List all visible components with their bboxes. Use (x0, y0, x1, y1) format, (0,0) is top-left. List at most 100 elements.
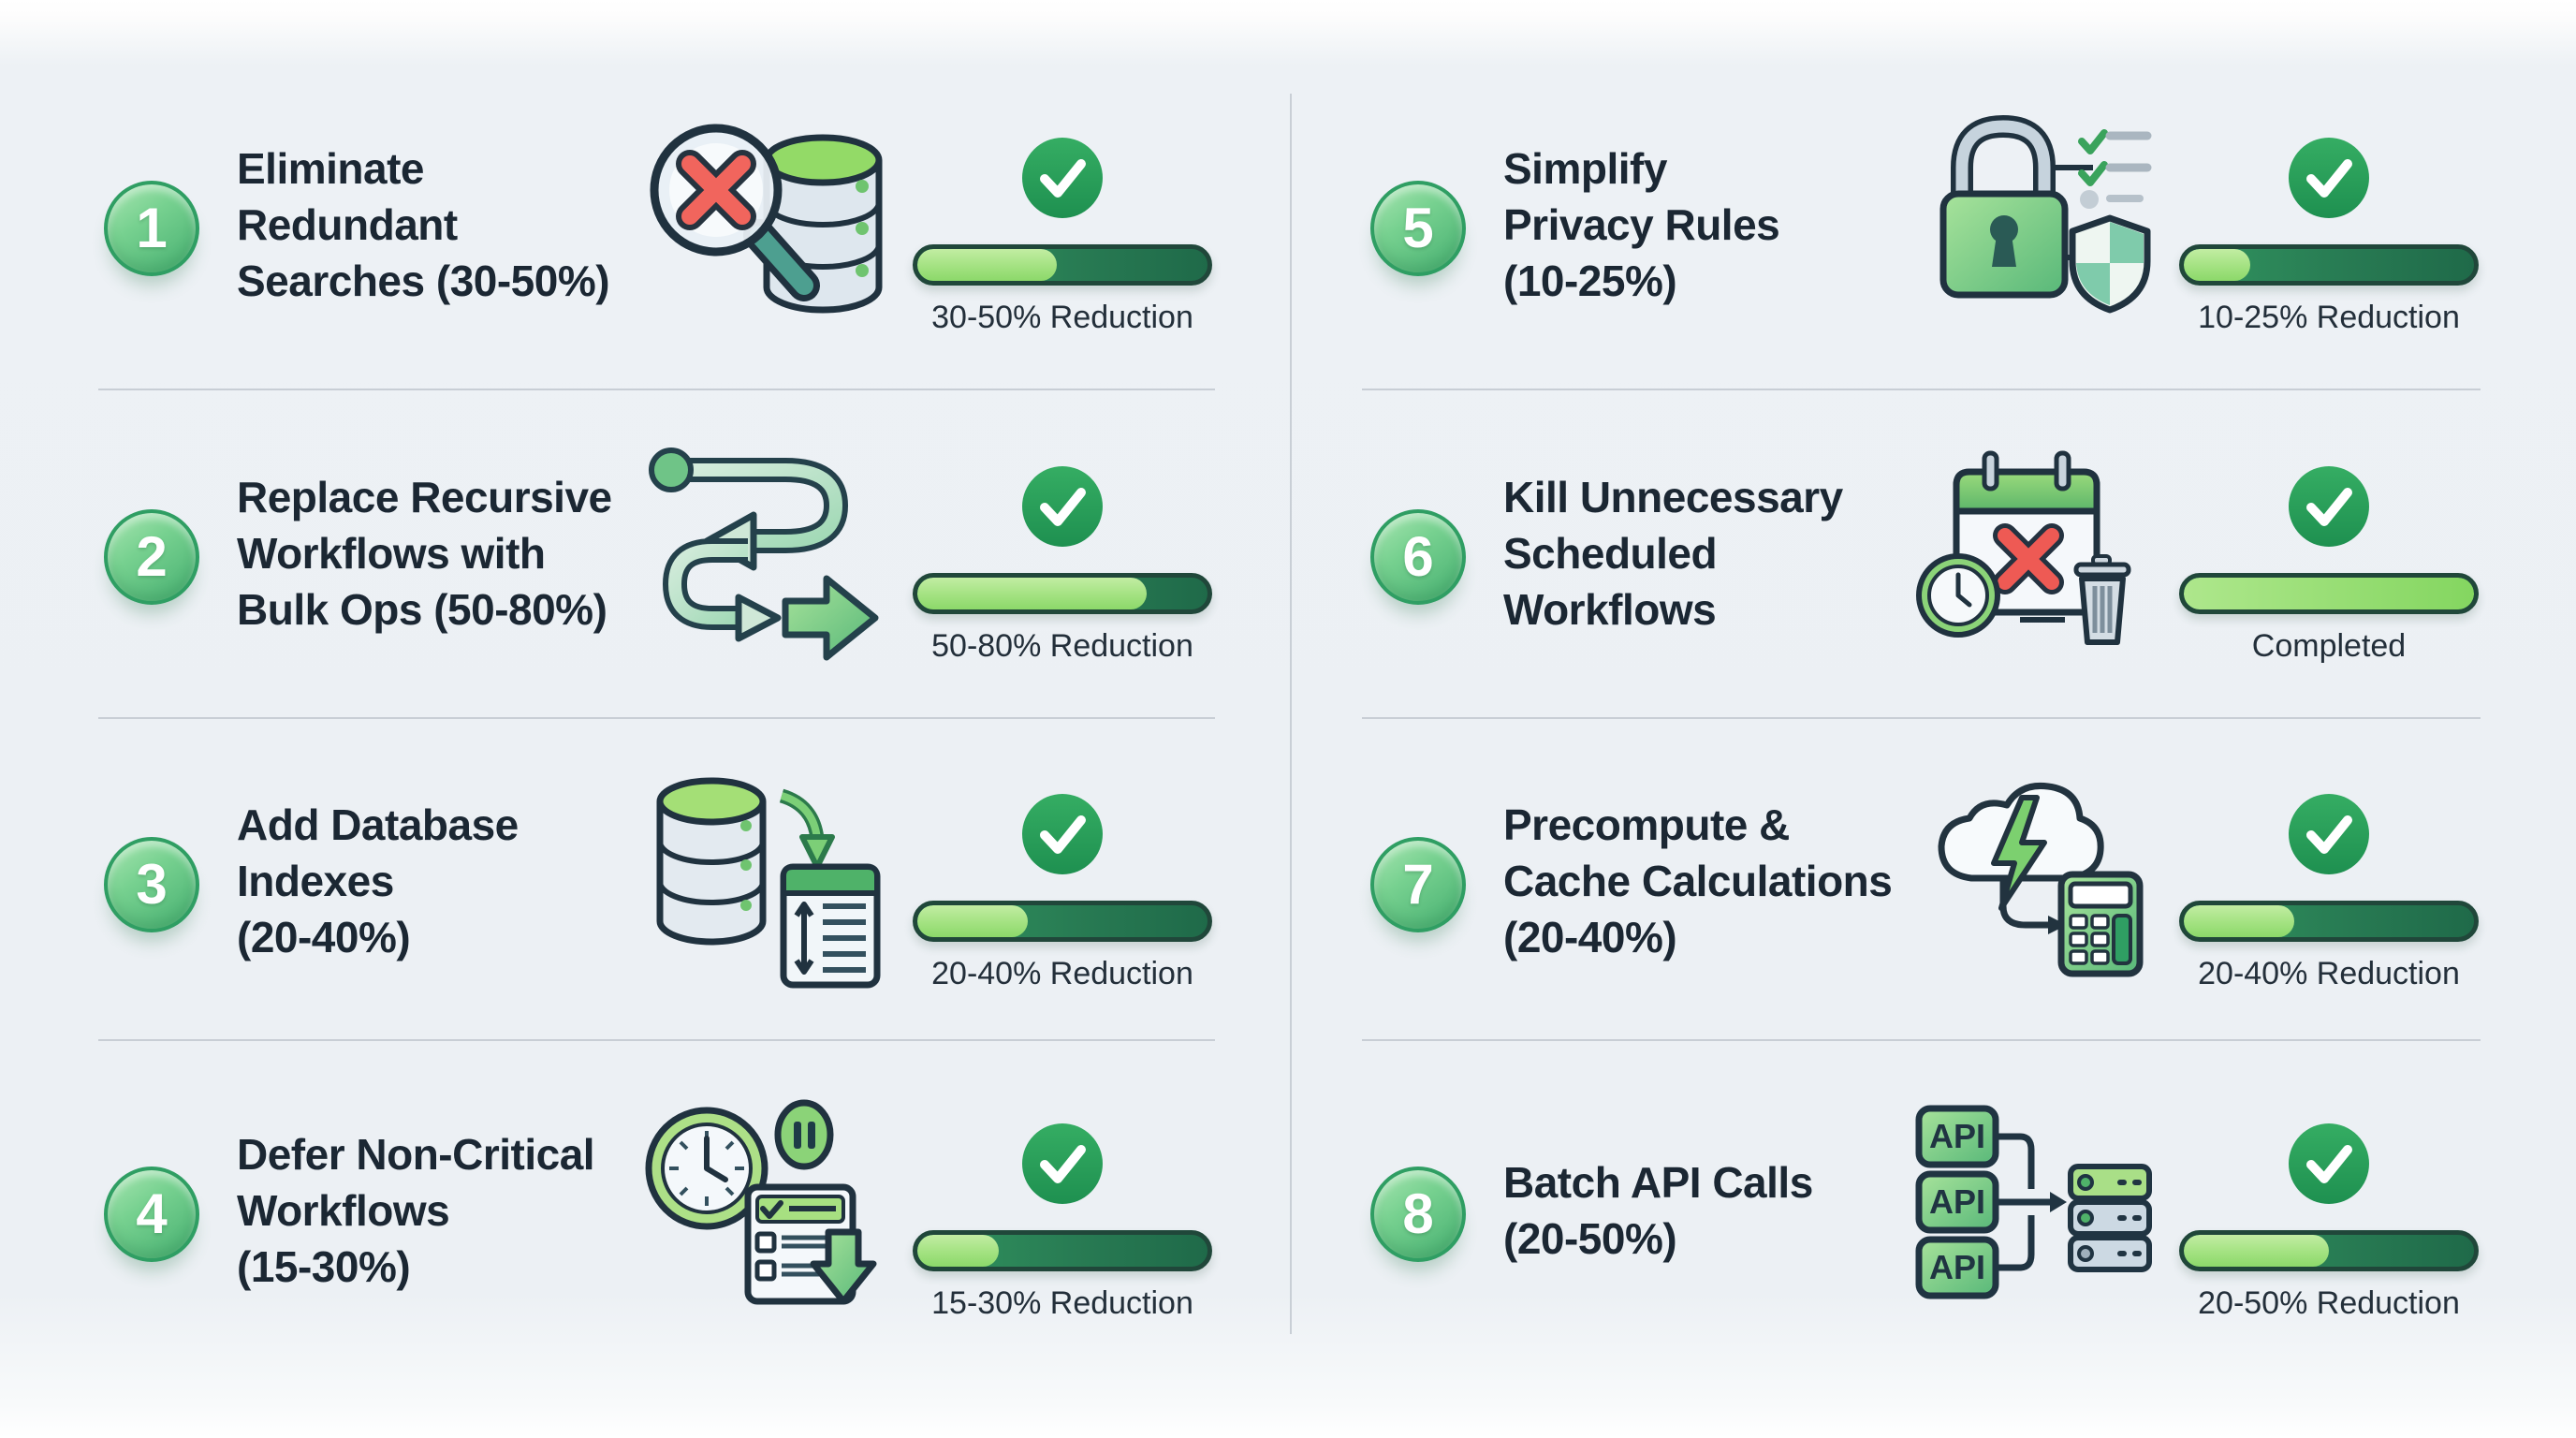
title-line: Privacy Rules (1503, 200, 1780, 249)
progress-bar (2179, 244, 2479, 286)
step-number-badge: 1 (104, 181, 199, 276)
title-line: Batch API Calls (1503, 1158, 1813, 1207)
progress-bar (913, 244, 1212, 286)
calendar-x-trash-clock-icon (1916, 450, 2131, 645)
check-circle-icon (2289, 794, 2369, 874)
title-line: Kill Unnecessary (1503, 473, 1843, 521)
check-circle-icon (1022, 1123, 1103, 1204)
item-title: Replace Recursive Workflows with Bulk Op… (237, 408, 677, 698)
item-batch-api-calls: 8 Batch API Calls (20-50%) API API API (1355, 1065, 2572, 1356)
progress-bar (913, 573, 1212, 614)
column-divider (1290, 94, 1292, 1334)
title-line: Precompute & (1503, 800, 1790, 849)
status-block: 10-25% Reduction (2174, 136, 2483, 337)
progress-bar (913, 901, 1212, 942)
step-number: 6 (1402, 525, 1434, 588)
title-line: (15-30%) (237, 1242, 411, 1291)
progress-fill (917, 578, 1147, 609)
title-line: Add Database (237, 800, 519, 849)
status-block: 20-40% Reduction (2174, 792, 2483, 993)
row-divider (1362, 717, 2481, 719)
item-title: Kill Unnecessary Scheduled Workflows (1503, 408, 1943, 698)
api-box-label: API (1929, 1117, 1985, 1155)
item-simplify-privacy-rules: 5 Simplify Privacy Rules (10-25%) (1355, 80, 2572, 370)
progress-bar (2179, 901, 2479, 942)
title-line: (20-40%) (1503, 913, 1677, 961)
item-title: Batch API Calls (20-50%) (1503, 1065, 1943, 1356)
title-line: Scheduled (1503, 529, 1718, 578)
title-line: Redundant (237, 200, 458, 249)
title-line: Cache Calculations (1503, 857, 1893, 905)
item-precompute-cache-calculations: 7 Precompute & Cache Calculations (20-40… (1355, 736, 2572, 1026)
title-line: Workflows (1503, 585, 1717, 634)
lock-shield-checklist-icon (1939, 114, 2152, 314)
step-number: 7 (1402, 853, 1434, 916)
icon-box (1910, 108, 2155, 344)
step-number-badge: 3 (104, 837, 199, 932)
progress-label: 20-40% Reduction (931, 956, 1193, 991)
item-title: Precompute & Cache Calculations (20-40%) (1503, 736, 1943, 1026)
recursive-arrows-bulk-icon (649, 448, 879, 661)
step-number: 3 (136, 853, 168, 916)
clock-pause-checklist-icon (645, 1099, 877, 1305)
step-number: 1 (136, 197, 168, 259)
item-add-database-indexes: 3 Add Database Indexes (20-40%) (89, 736, 1306, 1026)
item-title: Defer Non-Critical Workflows (15-30%) (237, 1065, 677, 1356)
icon-box (643, 108, 888, 344)
magnifier-x-database-icon (650, 124, 883, 314)
progress-label: 15-30% Reduction (931, 1285, 1193, 1321)
progress-fill (2184, 249, 2251, 281)
api-box-label: API (1929, 1182, 1985, 1221)
step-number-badge: 6 (1370, 509, 1466, 605)
item-kill-scheduled-workflows: 6 Kill Unnecessary Scheduled Workflows (1355, 408, 2572, 698)
title-line: Eliminate (237, 144, 425, 193)
progress-fill (917, 905, 1028, 937)
row-divider (98, 1039, 1215, 1041)
status-block: Completed (2174, 464, 2483, 666)
icon-box (643, 436, 888, 672)
progress-bar (913, 1230, 1212, 1271)
row-divider (98, 717, 1215, 719)
api-batch-server-icon: API API API (1915, 1105, 2152, 1299)
row-divider (98, 389, 1215, 390)
item-replace-recursive-workflows: 2 Replace Recursive Workflows with Bulk … (89, 408, 1306, 698)
step-number: 4 (136, 1182, 168, 1245)
icon-box (1910, 764, 2155, 1000)
item-title: Simplify Privacy Rules (10-25%) (1503, 80, 1943, 370)
status-block: 15-30% Reduction (908, 1122, 1217, 1323)
title-line: Workflows (237, 1186, 450, 1235)
step-number: 5 (1402, 197, 1434, 259)
step-number-badge: 7 (1370, 837, 1466, 932)
progress-bar (2179, 573, 2479, 614)
title-line: Indexes (237, 857, 394, 905)
title-line: Bulk Ops (50-80%) (237, 585, 607, 634)
check-circle-icon (2289, 1123, 2369, 1204)
title-line: (20-50%) (1503, 1214, 1677, 1263)
status-block: 20-40% Reduction (908, 792, 1217, 993)
item-defer-noncritical-workflows: 4 Defer Non-Critical Workflows (15-30%) (89, 1065, 1306, 1356)
title-line: Searches (30-50%) (237, 257, 610, 305)
progress-label: 10-25% Reduction (2198, 300, 2460, 335)
item-title: Eliminate Redundant Searches (30-50%) (237, 80, 677, 370)
progress-fill (2184, 1235, 2329, 1267)
status-block: 20-50% Reduction (2174, 1122, 2483, 1323)
progress-fill (2184, 905, 2294, 937)
progress-label: 20-50% Reduction (2198, 1285, 2460, 1321)
title-line: Defer Non-Critical (237, 1130, 595, 1179)
item-title: Add Database Indexes (20-40%) (237, 736, 677, 1026)
database-index-card-icon (656, 777, 881, 989)
step-number-badge: 8 (1370, 1167, 1466, 1262)
progress-bar (2179, 1230, 2479, 1271)
step-number: 8 (1402, 1182, 1434, 1245)
progress-label: 30-50% Reduction (931, 300, 1193, 335)
title-line: Simplify (1503, 144, 1667, 193)
step-number-badge: 5 (1370, 181, 1466, 276)
title-line: (10-25%) (1503, 257, 1677, 305)
item-eliminate-redundant-searches: 1 Eliminate Redundant Searches (30-50%) (89, 80, 1306, 370)
row-divider (1362, 1039, 2481, 1041)
status-block: 30-50% Reduction (908, 136, 1217, 337)
cloud-bolt-calculator-icon (1938, 782, 2144, 977)
title-line: (20-40%) (237, 913, 411, 961)
step-number-badge: 4 (104, 1167, 199, 1262)
